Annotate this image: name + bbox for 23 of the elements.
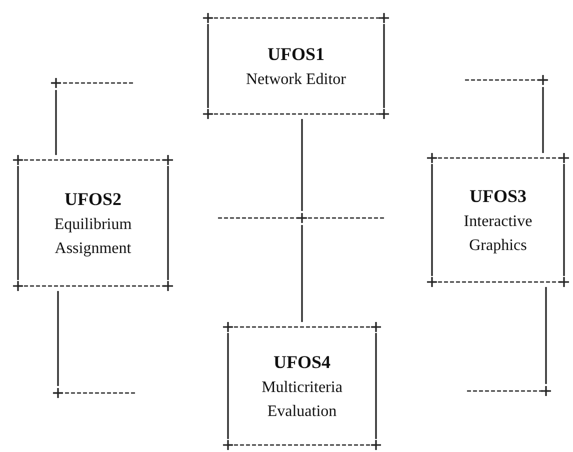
module-description: Network Editor	[245, 70, 347, 90]
junction-bar	[218, 211, 386, 225]
junction-bar	[467, 384, 551, 398]
module-title: UFOS1	[266, 42, 326, 66]
module-description: Multicriteria Evaluation	[260, 378, 344, 422]
module-box	[427, 153, 569, 287]
connector-line	[55, 90, 57, 155]
module-title: UFOS2	[63, 188, 122, 210]
module-box	[223, 322, 381, 450]
junction-bar	[51, 76, 135, 90]
connector-line	[545, 287, 547, 384]
junction-bar	[465, 73, 549, 87]
connector-line	[301, 119, 303, 211]
module-box	[203, 13, 389, 119]
connector-line	[301, 225, 303, 322]
module-description: Equilibrium Assignment	[53, 214, 133, 258]
connector-line	[57, 291, 59, 386]
module-description: Interactive Graphics	[462, 212, 534, 256]
module-box	[13, 155, 173, 291]
junction-bar	[53, 386, 137, 400]
connector-line	[542, 87, 544, 153]
module-title: UFOS4	[272, 350, 332, 374]
module-title: UFOS3	[468, 184, 528, 208]
